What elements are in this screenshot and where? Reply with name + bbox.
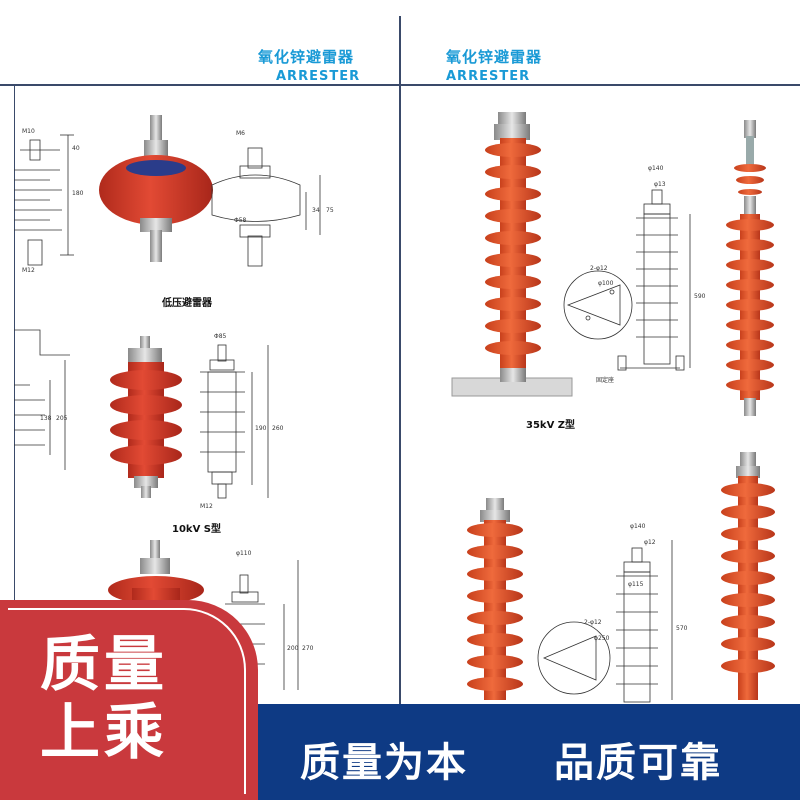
- header-left: 氧化锌避雷器 ARRESTER: [258, 46, 360, 84]
- dim-c-138: 138: [40, 415, 52, 422]
- drawing-b: [211, 147, 321, 267]
- caption-s-type: 10kV S型: [172, 524, 221, 535]
- dim-a-m12: M12: [22, 267, 35, 274]
- dim-d-260: 260: [272, 425, 284, 432]
- lower-arrester-photo-1: [467, 498, 523, 700]
- left-margin-line: [14, 86, 15, 696]
- dim-f-phi140: φ140: [648, 165, 664, 172]
- dim-c-205: 205: [56, 415, 68, 422]
- dim-f-phi13: φ13: [654, 181, 666, 188]
- header-right: 氧化锌避雷器 ARRESTER: [446, 46, 542, 84]
- dim-f-base: 固定座: [596, 376, 614, 384]
- dim-g-phi115: φ115: [628, 581, 644, 588]
- dim-g-phi140: φ140: [630, 523, 646, 530]
- drawing-c: [14, 329, 70, 470]
- dim-a-180: 180: [72, 190, 84, 197]
- slogan-right: 品质可靠: [554, 740, 722, 786]
- dim-b-m6: M6: [236, 130, 245, 137]
- dim-e-200: 200: [287, 645, 299, 652]
- drawing-d: [200, 344, 269, 499]
- dim-e-270: 270: [302, 645, 314, 652]
- drawing-e: [225, 560, 299, 690]
- drawing-a: [14, 134, 74, 266]
- header-right-cn: 氧化锌避雷器: [446, 48, 543, 66]
- dim-g-phi250: φ250: [594, 635, 610, 642]
- caption-z-type: 35kV Z型: [526, 420, 576, 431]
- header-left-cn: 氧化锌避雷器: [258, 48, 355, 66]
- lower-arrester-photo-2: [721, 452, 775, 700]
- low-voltage-arrester-photo: [99, 115, 213, 262]
- dim-f-phi100: φ100: [598, 280, 614, 287]
- dim-d-m12: M12: [200, 503, 213, 510]
- tall-arrester-right-photo: [726, 120, 774, 416]
- slogan-left: 质量为本: [300, 740, 468, 786]
- header-right-en: ARRESTER: [446, 69, 531, 84]
- drawing-g: [537, 540, 673, 703]
- dim-b-34: 34: [312, 207, 320, 214]
- dim-g-570: 570: [676, 625, 688, 632]
- dim-f-590: 590: [694, 293, 706, 300]
- z-type-arrester-photo: [451, 112, 573, 397]
- header-left-en: ARRESTER: [276, 69, 361, 84]
- drawing-f: [563, 189, 691, 371]
- dim-b-phi58: Φ58: [234, 217, 247, 224]
- badge-line-1: 质量: [40, 630, 168, 700]
- caption-low-voltage: 低压避雷器: [162, 298, 212, 309]
- column-divider: [399, 16, 401, 706]
- dim-a-m10: M10: [22, 128, 35, 135]
- dim-b-75: 75: [326, 207, 334, 214]
- dim-f-hole: 2-φ12: [590, 265, 608, 272]
- dim-e-phi110: φ110: [236, 550, 252, 557]
- quality-badge-border: [8, 608, 246, 794]
- dim-d-190: 190: [255, 425, 267, 432]
- s-type-arrester-photo: [110, 336, 182, 498]
- badge-line-2: 上乘: [40, 698, 168, 768]
- dim-a-40: 40: [72, 145, 80, 152]
- dim-g-phi12: φ12: [644, 539, 656, 546]
- dim-g-hole: 2-φ12: [584, 619, 602, 626]
- dim-d-phi85: Φ85: [214, 333, 227, 340]
